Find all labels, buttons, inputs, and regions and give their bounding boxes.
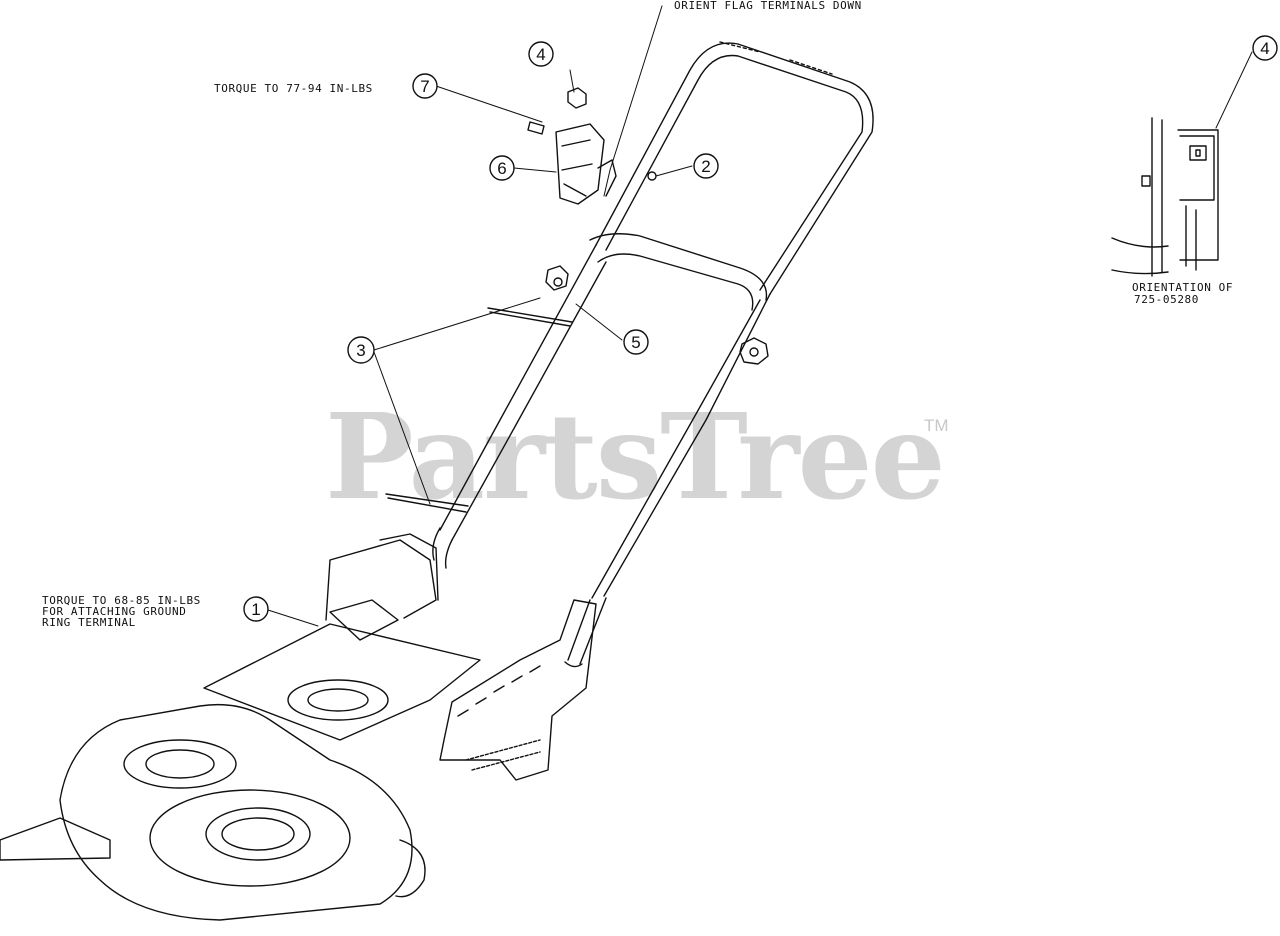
callout-3-label: 3 — [356, 341, 365, 360]
callout-4b-label: 4 — [1260, 39, 1269, 58]
callout-4b: 4 — [1252, 35, 1278, 61]
callout-3: 3 — [347, 336, 375, 364]
callout-7: 7 — [412, 73, 438, 99]
note-torque-7: TORQUE TO 77-94 IN-LBS — [214, 82, 373, 95]
note-orientation-line1: ORIENTATION OF — [1132, 281, 1234, 294]
chassis-frame — [203, 533, 597, 781]
lower-handle-tubes — [432, 527, 607, 668]
callout-2: 2 — [693, 153, 719, 179]
callout-5: 5 — [623, 329, 649, 355]
leader-lines — [267, 5, 1253, 627]
handle-knob-left — [545, 265, 569, 291]
mower-deck — [0, 703, 426, 921]
nut-4 — [567, 87, 587, 109]
callout-4a-label: 4 — [536, 45, 545, 64]
note-orientation-line2: 725-05280 — [1134, 293, 1200, 306]
handle-knob-right — [739, 337, 769, 365]
note-torque-1-line1: TORQUE TO 68-85 IN-LBS — [42, 594, 201, 607]
watermark-trademark: TM — [924, 416, 949, 435]
note-torque-1-line2: FOR ATTACHING GROUND — [42, 605, 187, 618]
note-torque-1-line3: RING TERMINAL — [42, 616, 136, 629]
callout-4a: 4 — [528, 41, 554, 67]
callout-2-label: 2 — [701, 157, 710, 176]
control-bracket-6 — [555, 123, 617, 205]
callout-7-label: 7 — [420, 77, 429, 96]
screw-7 — [527, 121, 545, 135]
callout-6: 6 — [489, 155, 515, 181]
callout-1-label: 1 — [251, 600, 260, 619]
callout-6-label: 6 — [497, 159, 506, 178]
callout-5-label: 5 — [631, 333, 640, 352]
note-orient-flag: ORIENT FLAG TERMINALS DOWN — [674, 0, 862, 12]
upper-handle — [595, 41, 874, 295]
callout-1: 1 — [243, 596, 269, 622]
middle-handle — [439, 233, 771, 599]
orientation-inset — [1111, 117, 1219, 277]
screw-2 — [647, 171, 657, 181]
